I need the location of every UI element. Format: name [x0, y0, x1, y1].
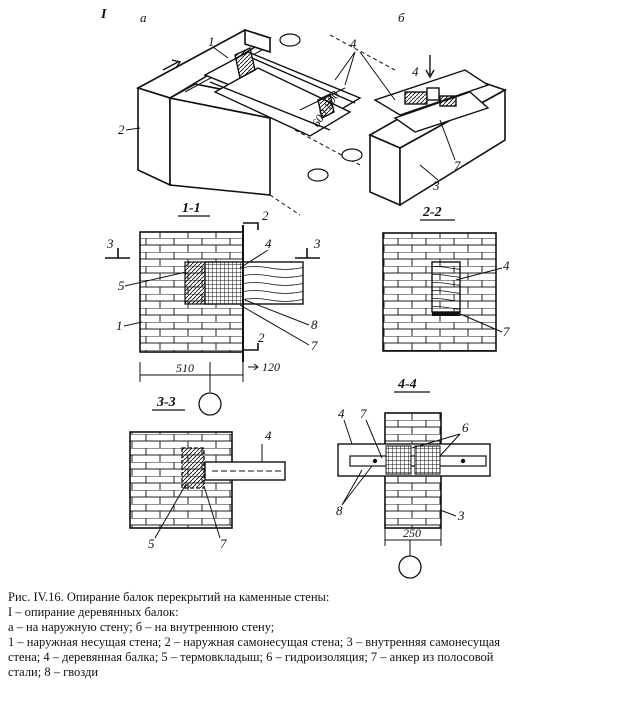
cut-2-upper-label: 2 — [262, 208, 269, 223]
label-4-s44: 4 — [338, 406, 345, 421]
label-2-top: 2 — [118, 122, 125, 137]
section-3-3-insert — [181, 447, 205, 489]
label-3-top: 3 — [432, 178, 440, 193]
section-1-1-beam-end — [204, 261, 244, 305]
label-8-s44: 8 — [336, 503, 343, 518]
section-2-2-beam-end — [431, 261, 461, 313]
caption-line-3: 1 – наружная несущая стена; 2 – наружная… — [8, 635, 500, 649]
label-8-s11: 8 — [311, 317, 318, 332]
cut-3-left-label: 3 — [106, 236, 114, 251]
label-5-s11: 5 — [118, 278, 125, 293]
cut-2-lower-label: 2 — [258, 330, 265, 345]
label-1-s11: 1 — [116, 318, 123, 333]
view-a-wall — [135, 28, 298, 196]
view-a-beams — [203, 46, 362, 137]
view-a-label: а — [140, 10, 147, 25]
wall-width-dim: 250 — [403, 526, 421, 540]
label-7-s33: 7 — [220, 536, 227, 551]
figure-caption: Рис. IV.16. Опирание балок перекрытий на… — [8, 590, 616, 680]
view-b-label: б — [398, 10, 405, 25]
label-7-top: 7 — [454, 158, 461, 173]
section-1-1-title: 1-1 — [182, 201, 201, 216]
label-4-s11: 4 — [265, 236, 272, 251]
label-1-top: 1 — [208, 34, 215, 49]
view-b-beams — [373, 69, 490, 133]
caption-title: Рис. IV.16. Опирание балок перекрытий на… — [8, 590, 330, 604]
section-1-1-beam — [242, 261, 304, 305]
label-4-top-b: 4 — [412, 64, 419, 79]
label-5-s33: 5 — [148, 536, 155, 551]
label-7-s44: 7 — [360, 406, 367, 421]
wall-thickness-dim: 510 — [176, 361, 194, 375]
label-7-s22: 7 — [503, 324, 510, 339]
bearing-length-dim: 120 — [262, 360, 280, 374]
label-4-top: 4 — [350, 36, 357, 51]
section-2-2-title: 2-2 — [422, 205, 442, 220]
floor-beam-support-diagram: I а б 600-800 1 2 — [100, 7, 510, 579]
caption-line-4: стена; 4 – деревянная балка; 5 – термовк… — [8, 650, 494, 664]
label-3-s44: 3 — [457, 508, 465, 523]
caption-line-5: стали; 8 – гвозди — [8, 665, 99, 679]
caption-line-1: I – опирание деревянных балок: — [8, 605, 179, 619]
figure-part-label: I — [100, 7, 107, 22]
cut-3-right-label: 3 — [313, 236, 321, 251]
label-4-s33: 4 — [265, 428, 272, 443]
label-4-s22: 4 — [503, 258, 510, 273]
label-7-s11: 7 — [311, 338, 318, 353]
section-3-3-title: 3-3 — [156, 395, 176, 410]
label-6-s44: 6 — [462, 420, 469, 435]
section-4-4-title: 4-4 — [397, 377, 417, 392]
caption-line-2: а – на наружную стену; б – на внутреннюю… — [8, 620, 275, 634]
